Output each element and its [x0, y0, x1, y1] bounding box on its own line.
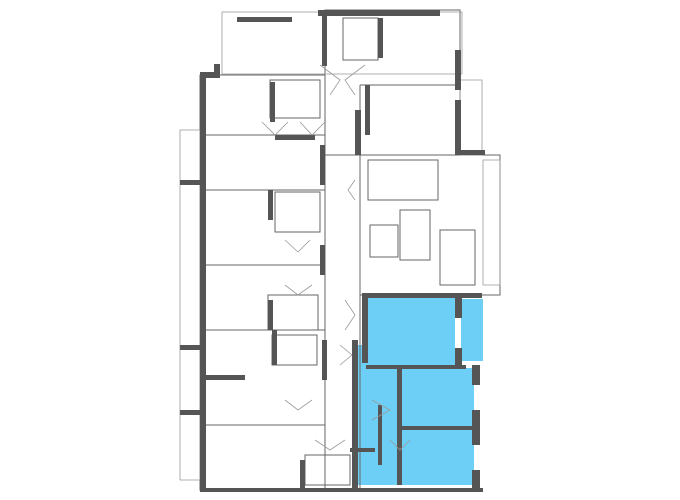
- apartment-balcony: [461, 299, 483, 361]
- door-swings: [261, 64, 411, 451]
- apartment-bedroom-one: [398, 368, 474, 428]
- selected-apartment[interactable]: [355, 296, 483, 485]
- apartment-bedroom-two: [398, 430, 474, 485]
